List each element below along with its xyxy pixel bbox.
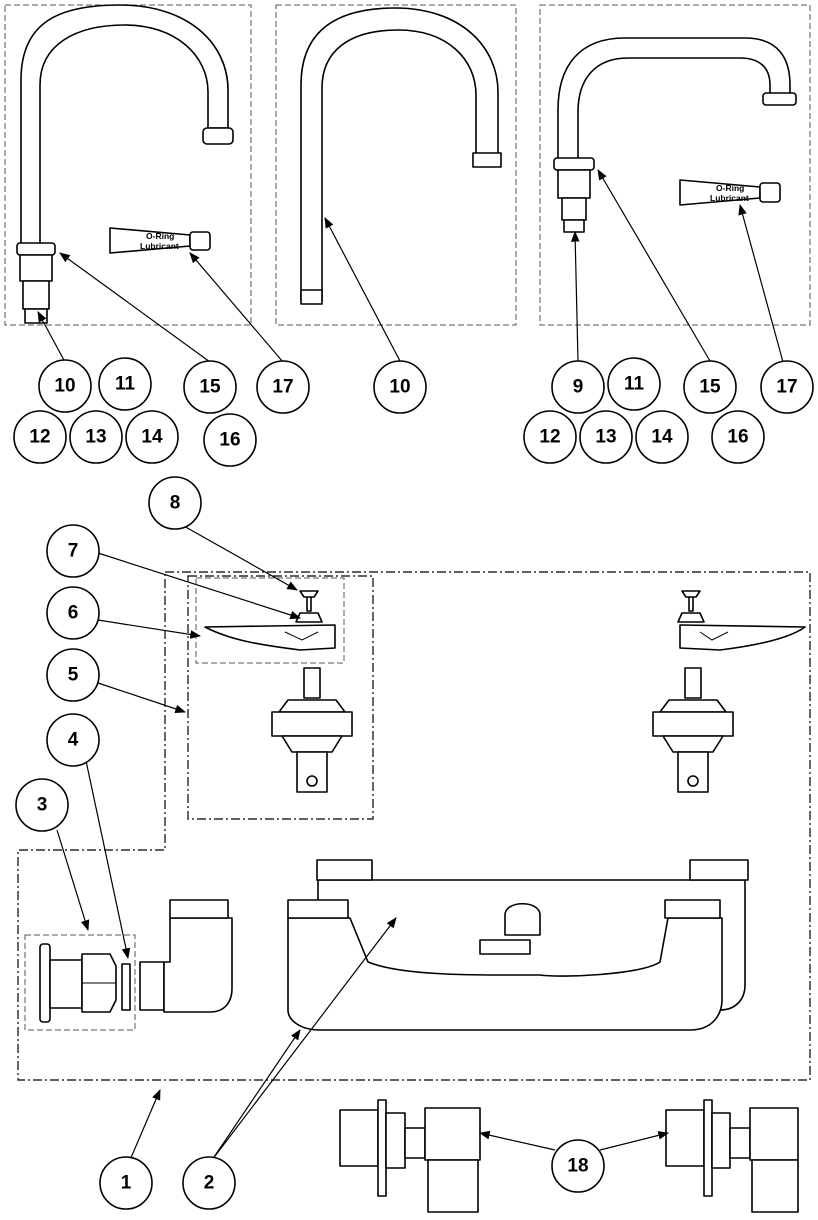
callout-13-right: 13 [579,410,633,464]
svg-text:8: 8 [170,493,181,514]
callout-11-right: 11 [607,357,661,411]
gooseneck-spout [20,4,229,246]
svg-text:4: 4 [68,730,79,751]
svg-text:17: 17 [776,377,797,398]
callout-12-right: 12 [523,410,577,464]
svg-text:15: 15 [199,377,221,398]
svg-text:13: 13 [85,427,106,448]
callout-16: 16 [203,413,257,467]
callout-17: 17 [256,360,310,414]
callout-18: 18 [551,1139,605,1193]
callout-15: 15 [183,360,237,414]
callout-8: 8 [148,476,202,530]
callout-14: 14 [125,410,179,464]
svg-text:6: 6 [68,603,79,624]
svg-text:15: 15 [699,377,721,398]
callout-7: 7 [46,524,100,578]
supply-nipple-right [665,1099,799,1213]
svg-text:11: 11 [624,374,645,395]
svg-text:9: 9 [573,377,584,398]
assembly-boundary-1 [17,571,811,1081]
callout-5: 5 [46,648,100,702]
left-handle [204,590,336,651]
spout-box-1: O-Ring Lubricant [4,4,252,326]
left-cartridge [271,667,353,793]
callout-9: 9 [551,360,605,414]
callout-10-center: 10 [373,360,427,414]
svg-text:1: 1 [121,1173,132,1194]
svg-text:16: 16 [727,427,748,448]
callout-1: 1 [99,1156,153,1210]
svg-text:3: 3 [37,795,48,816]
svg-text:7: 7 [68,541,79,562]
svg-text:Lubricant: Lubricant [710,193,749,203]
svg-text:O-Ring: O-Ring [716,183,744,193]
o-ring-lubricant-tube: O-Ring Lubricant [109,227,211,254]
callout-12: 12 [13,410,67,464]
svg-text:13: 13 [595,427,616,448]
valve-body [287,859,749,1031]
svg-text:12: 12 [539,427,560,448]
right-handle [677,590,806,651]
supply-nipple-left [339,1099,481,1213]
svg-text:14: 14 [651,427,673,448]
callout-10: 10 [38,359,92,413]
svg-text:Lubricant: Lubricant [140,241,179,251]
callout-6: 6 [46,586,100,640]
svg-text:11: 11 [115,374,136,395]
svg-text:10: 10 [54,376,75,397]
svg-text:14: 14 [141,427,163,448]
o-ring-lubricant-tube: O-Ring Lubricant [679,179,781,206]
svg-text:17: 17 [272,377,293,398]
right-cartridge [652,667,734,793]
svg-text:2: 2 [204,1173,215,1194]
svg-text:18: 18 [567,1156,588,1177]
elbow [139,899,233,1013]
callout-17-right: 17 [760,360,814,414]
svg-text:5: 5 [68,665,79,686]
spout-shank [553,157,595,233]
callout-16-right: 16 [711,410,765,464]
callout-15-right: 15 [683,360,737,414]
callout-2: 2 [182,1156,236,1210]
svg-text:O-Ring: O-Ring [146,231,174,241]
callout-14-right: 14 [635,410,689,464]
svg-text:16: 16 [219,430,240,451]
washer [121,963,131,1011]
gooseneck-spout-threaded [300,7,499,301]
svg-text:10: 10 [389,377,410,398]
svg-text:12: 12 [29,427,50,448]
spout-box-2 [275,4,517,326]
callout-3: 3 [15,778,69,832]
callout-4: 4 [46,713,100,767]
inlet-flange [39,943,117,1023]
spout-box-3: O-Ring Lubricant [539,4,811,326]
callout-13: 13 [69,410,123,464]
swing-spout [557,37,791,163]
callout-11: 11 [98,357,152,411]
spout-shank [16,242,56,324]
